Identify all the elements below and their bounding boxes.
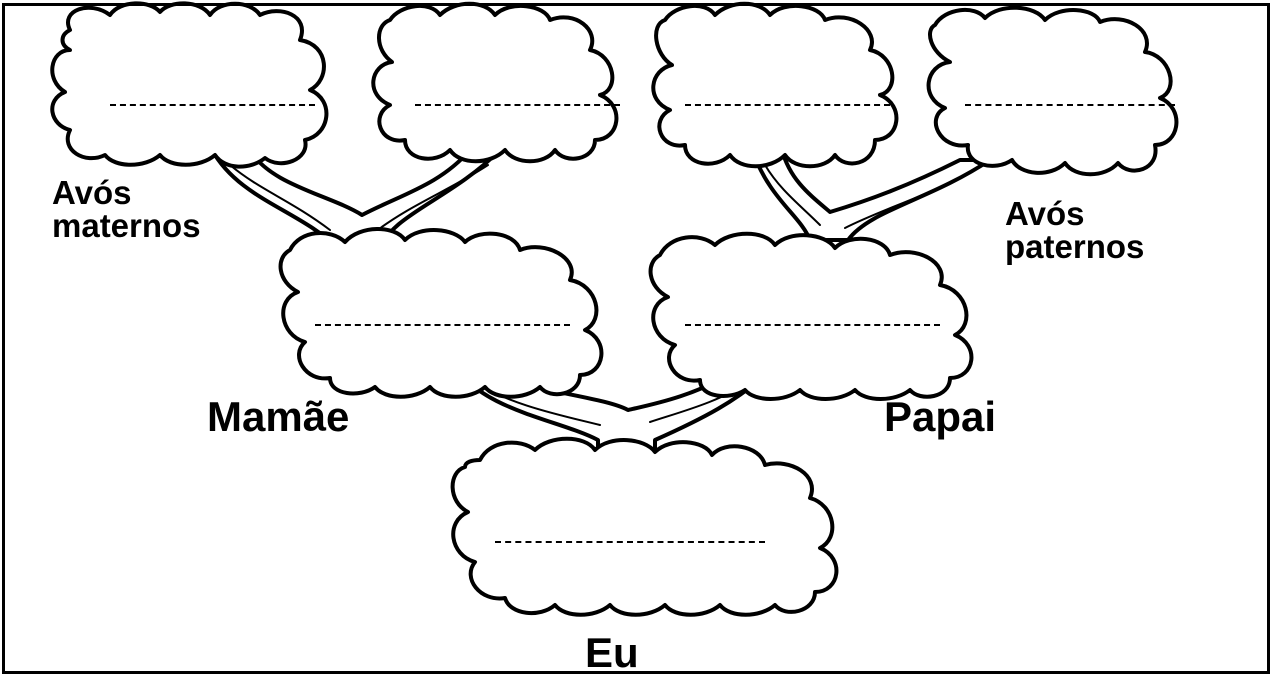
crown-mother	[278, 227, 604, 399]
crown-me	[450, 436, 839, 617]
label-maternal-grandparents: Avós maternos	[52, 176, 201, 242]
label-paternal-grandparents-line1: Avós	[1005, 195, 1085, 232]
name-blank-mother[interactable]	[315, 324, 570, 326]
name-blank-paternal-grandmother[interactable]	[685, 104, 890, 106]
crown-maternal-grandfather	[371, 1, 619, 164]
crown-maternal-grandmother	[50, 1, 329, 169]
label-mother: Mamãe	[207, 393, 350, 440]
name-blank-maternal-grandfather[interactable]	[415, 104, 620, 106]
name-blank-paternal-grandfather[interactable]	[965, 104, 1175, 106]
crown-paternal-grandmother	[651, 1, 899, 169]
label-me: Eu	[585, 629, 639, 676]
label-maternal-grandparents-line2: maternos	[52, 207, 201, 244]
label-maternal-grandparents-line1: Avós	[52, 174, 132, 211]
crown-paternal-grandfather	[926, 5, 1179, 177]
label-paternal-grandparents: Avós paternos	[1005, 197, 1144, 263]
name-blank-maternal-grandmother[interactable]	[110, 104, 315, 106]
crown-father	[648, 231, 974, 401]
label-father: Papai	[884, 393, 997, 440]
name-blank-me[interactable]	[495, 541, 765, 543]
label-paternal-grandparents-line2: paternos	[1005, 228, 1145, 265]
name-blank-father[interactable]	[685, 324, 940, 326]
